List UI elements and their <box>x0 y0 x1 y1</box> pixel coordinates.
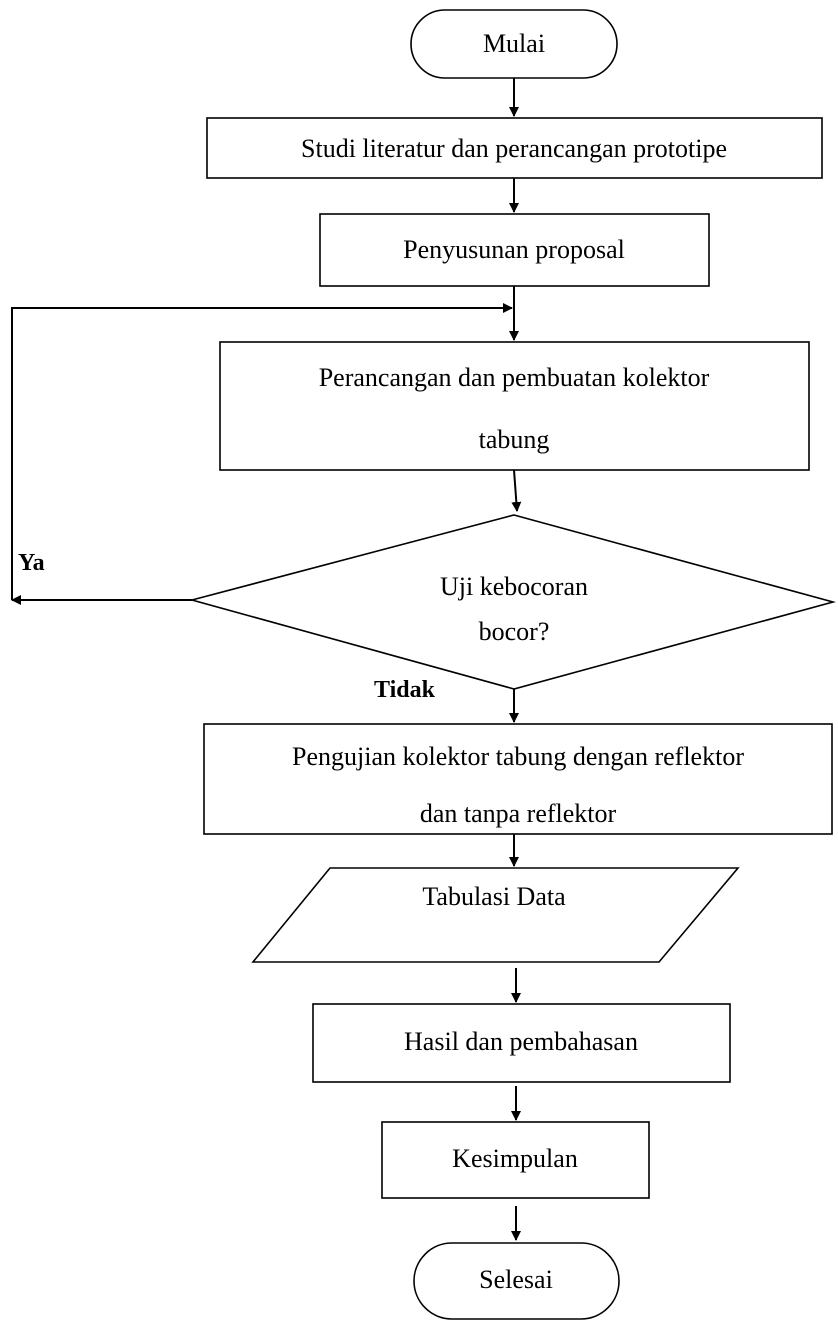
start-terminal: Mulai <box>410 9 618 79</box>
decision-label-line2: bocor? <box>479 617 550 646</box>
branch-no-label: Tidak <box>374 677 436 703</box>
arrow-perancangan-to-decision <box>511 469 522 512</box>
loop-back-line <box>11 303 513 600</box>
start-label: Mulai <box>483 29 545 58</box>
kesimpulan-label: Kesimpulan <box>452 1144 578 1173</box>
decision-label-line1: Uji kebocoran <box>440 572 588 601</box>
process-penyusunan-proposal: Penyusunan proposal <box>319 213 710 287</box>
pengujian-label-line1: Pengujian kolektor tabung dengan reflekt… <box>292 742 744 771</box>
penyusunan-proposal-label: Penyusunan proposal <box>403 235 625 264</box>
studi-literatur-label: Studi literatur dan perancangan prototip… <box>301 134 727 163</box>
pengujian-label-line2: dan tanpa reflektor <box>420 799 617 828</box>
io-tabulasi-data: Tabulasi Data <box>251 867 740 963</box>
decision-uji-kebocoran: Uji kebocoran bocor? <box>188 514 837 690</box>
perancangan-label-line1: Perancangan dan pembuatan kolektor <box>319 363 710 392</box>
process-studi-literatur: Studi literatur dan perancangan prototip… <box>206 117 823 179</box>
end-label: Selesai <box>479 1265 553 1294</box>
hasil-label: Hasil dan pembahasan <box>404 1027 638 1056</box>
tabulasi-label: Tabulasi Data <box>422 882 566 911</box>
perancangan-label-line2: tabung <box>479 425 550 454</box>
process-pengujian: Pengujian kolektor tabung dengan reflekt… <box>203 723 833 835</box>
process-kesimpulan: Kesimpulan <box>381 1121 650 1199</box>
end-terminal: Selesai <box>413 1242 620 1320</box>
process-hasil-pembahasan: Hasil dan pembahasan <box>312 1003 731 1083</box>
process-perancangan: Perancangan dan pembuatan kolektor tabun… <box>219 341 810 471</box>
branch-yes-label: Ya <box>18 550 45 576</box>
